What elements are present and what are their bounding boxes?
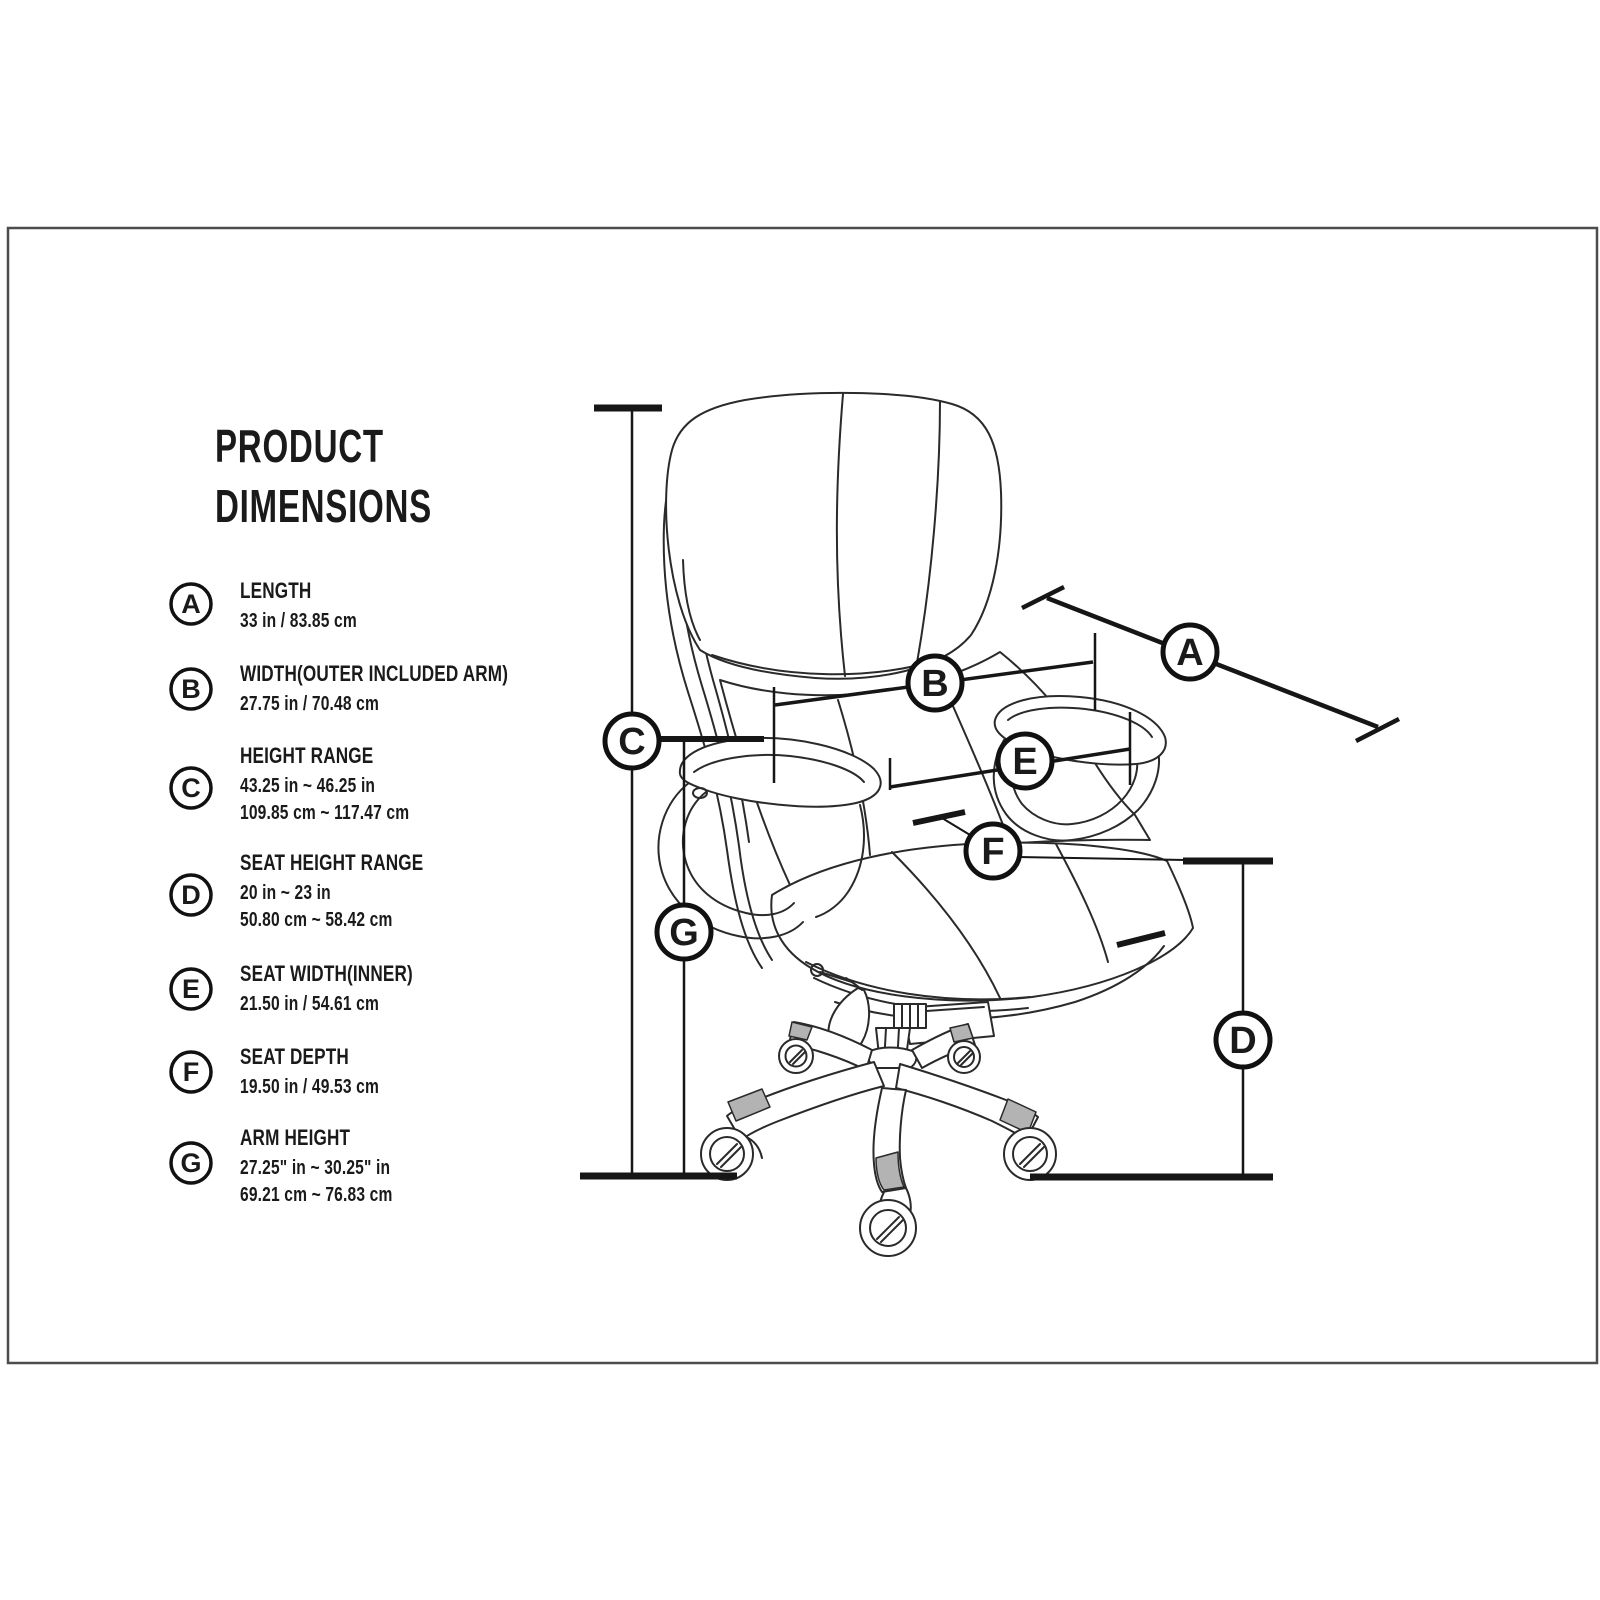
chair-illustration [657, 391, 1194, 1257]
leg-cap-rear-right [949, 1023, 974, 1043]
spec-row-b: B WIDTH(OUTER INCLUDED ARM) 27.75 in / 7… [169, 662, 508, 714]
spec-value-d1: 20 in ~ 23 in [240, 881, 331, 903]
spec-value-c2: 109.85 cm ~ 117.47 cm [240, 801, 409, 823]
spec-letter-badge-c [169, 766, 213, 810]
caster-rear-left [778, 1038, 814, 1074]
spec-value-c1: 43.25 in ~ 46.25 in [240, 774, 375, 796]
chair-gas-lift [866, 1003, 927, 1069]
leg-cap-rear-left [788, 1021, 813, 1041]
callout-letter-b: B [921, 663, 948, 705]
spec-letter-g: G [180, 1148, 201, 1178]
spec-letter-badge-g [169, 1141, 213, 1185]
spec-name-c: HEIGHT RANGE [240, 744, 373, 769]
callout-e: E [995, 731, 1055, 791]
dim-f-seat-depth [912, 809, 1244, 948]
spec-name-g: ARM HEIGHT [240, 1126, 350, 1151]
callout-f: F [963, 821, 1023, 881]
title-line-1: PRODUCT [215, 422, 384, 472]
spec-row-a: A LENGTH 33 in / 83.85 cm [169, 579, 357, 631]
caster-front-left [700, 1127, 763, 1181]
spec-letter-badge-f [169, 1050, 213, 1094]
spec-letter-d: D [181, 880, 201, 910]
callout-d: D [1213, 1010, 1273, 1070]
spec-letter-badge-b [169, 667, 213, 711]
page-border [6, 226, 1599, 1365]
spec-name-d: SEAT HEIGHT RANGE [240, 851, 423, 876]
chair-headrest [665, 391, 1003, 680]
spec-name-b: WIDTH(OUTER INCLUDED ARM) [240, 662, 508, 687]
spec-row-c: C HEIGHT RANGE 43.25 in ~ 46.25 in 109.8… [169, 744, 409, 823]
chair-seat [770, 841, 1194, 1021]
spec-value-f: 19.50 in / 49.53 cm [240, 1075, 379, 1097]
page-title: PRODUCT DIMENSIONS [215, 422, 432, 532]
spec-letter-badge-a [169, 582, 213, 626]
title-line-2: DIMENSIONS [215, 482, 432, 532]
spec-value-d2: 50.80 cm ~ 58.42 cm [240, 908, 392, 930]
spec-letter-f: F [183, 1057, 200, 1087]
spec-letter-e: E [182, 974, 200, 1004]
callout-letter-c: C [618, 721, 645, 763]
leg-cap-front-left [727, 1088, 771, 1122]
chair-base [726, 1021, 1039, 1193]
spec-name-e: SEAT WIDTH(INNER) [240, 962, 413, 987]
caster-front-center [859, 1187, 917, 1257]
spec-name-a: LENGTH [240, 579, 311, 604]
spec-value-g2: 69.21 cm ~ 76.83 cm [240, 1183, 392, 1205]
spec-value-a: 33 in / 83.85 cm [240, 609, 357, 631]
spec-row-e: E SEAT WIDTH(INNER) 21.50 in / 54.61 cm [169, 962, 413, 1014]
spec-letter-badge-e [169, 967, 213, 1011]
callout-letter-d: D [1229, 1020, 1256, 1062]
diagram-callouts: A B C D E F G [602, 622, 1273, 1070]
callout-letter-a: A [1176, 632, 1203, 674]
chair-casters [700, 1038, 1057, 1257]
leg-cap-front-center [875, 1151, 905, 1191]
callout-letter-f: F [981, 831, 1004, 873]
spec-letter-b: B [181, 674, 201, 704]
callout-letter-g: G [669, 912, 699, 954]
spec-value-e: 21.50 in / 54.61 cm [240, 992, 379, 1014]
spec-row-d: D SEAT HEIGHT RANGE 20 in ~ 23 in 50.80 … [169, 851, 423, 930]
callout-g: G [654, 902, 714, 962]
spec-row-g: G ARM HEIGHT 27.25" in ~ 30.25" in 69.21… [169, 1126, 392, 1205]
spec-list: A LENGTH 33 in / 83.85 cm B WIDTH(OUTER … [169, 579, 508, 1205]
spec-name-f: SEAT DEPTH [240, 1045, 349, 1070]
callout-b: B [905, 653, 965, 713]
callout-c: C [602, 711, 662, 771]
spec-letter-c: C [181, 773, 201, 803]
chair-armrest-left [657, 736, 882, 940]
dim-c-height [580, 404, 737, 1180]
spec-row-f: F SEAT DEPTH 19.50 in / 49.53 cm [169, 1045, 379, 1097]
spec-value-g1: 27.25" in ~ 30.25" in [240, 1156, 390, 1178]
spec-value-b: 27.75 in / 70.48 cm [240, 692, 379, 714]
callout-a: A [1160, 622, 1220, 682]
caster-front-right [1003, 1127, 1057, 1181]
caster-rear-right [947, 1040, 981, 1074]
spec-letter-a: A [181, 589, 201, 619]
callout-letter-e: E [1012, 741, 1037, 783]
spec-letter-badge-d [169, 873, 213, 917]
